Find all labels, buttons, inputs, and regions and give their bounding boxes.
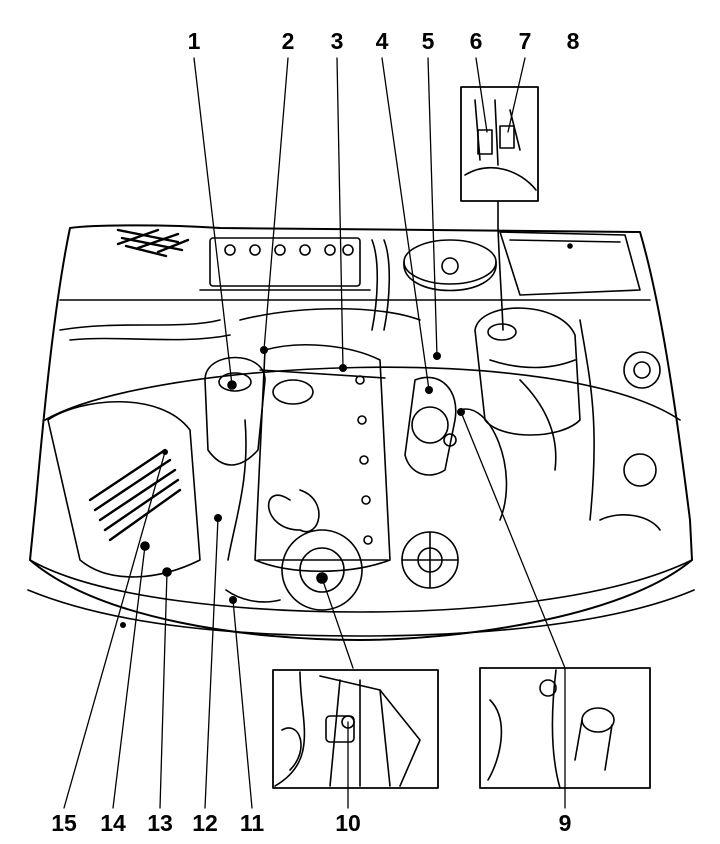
callout-4-label: 4 <box>375 28 389 54</box>
callout-13-label: 13 <box>147 810 173 836</box>
callout-11-label: 11 <box>239 810 265 836</box>
alternator <box>401 531 459 589</box>
hoses <box>59 239 595 603</box>
body-outline <box>27 224 695 641</box>
pump-assembly <box>404 376 508 521</box>
callout-14-label: 14 <box>100 810 126 836</box>
callout-9-label: 9 <box>558 810 572 836</box>
callout-2-label: 2 <box>281 28 295 54</box>
callout-5-label: 5 <box>421 28 435 54</box>
battery <box>199 237 371 291</box>
callout-10-label: 10 <box>335 810 361 836</box>
callout-7-label: 7 <box>518 28 532 54</box>
grille-hatch <box>116 228 190 258</box>
right-components <box>599 351 661 531</box>
cylinder-head <box>254 344 391 573</box>
callout-15-label: 15 <box>51 810 77 836</box>
callout-3-label: 3 <box>330 28 344 54</box>
air-intake <box>47 400 201 578</box>
reservoir <box>403 239 497 292</box>
callout-1-label: 1 <box>187 28 201 54</box>
inset-sensors <box>460 86 539 331</box>
air-box <box>499 231 641 296</box>
callout-12-label: 12 <box>192 810 218 836</box>
leader-lines <box>63 57 566 809</box>
callout-6-label: 6 <box>469 28 483 54</box>
callout-8-label: 8 <box>566 28 580 54</box>
turbo-housing <box>267 489 363 611</box>
inset-detail-10 <box>272 669 439 789</box>
